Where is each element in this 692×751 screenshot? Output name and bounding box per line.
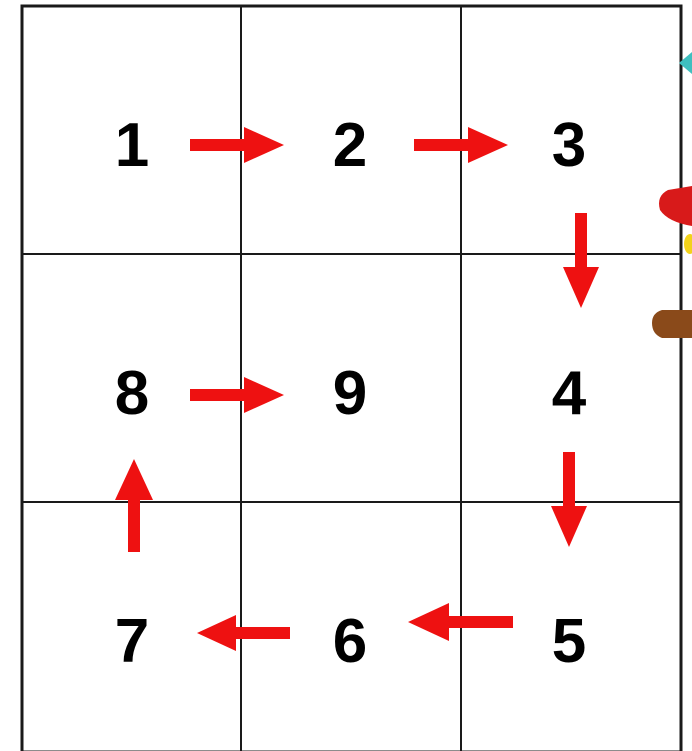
cell-number-2: 2: [333, 111, 367, 180]
arrow-6-to-7: [197, 615, 290, 651]
cell-number-4: 4: [552, 359, 587, 428]
cell-number-1: 1: [115, 111, 149, 180]
cell-number-5: 5: [552, 607, 586, 676]
edge-red-shape: [659, 186, 692, 226]
arrow-3-to-4: [563, 213, 599, 308]
arrow-7-to-8: [115, 459, 153, 552]
cell-number-7: 7: [115, 607, 149, 676]
cell-number-9: 9: [333, 359, 367, 428]
edge-brown-shape: [652, 310, 692, 338]
cell-number-3: 3: [552, 111, 586, 180]
cell-number-6: 6: [333, 607, 367, 676]
edge-yellow-shape: [684, 234, 692, 254]
arrow-8-to-9: [190, 377, 284, 413]
arrow-1-to-2: [190, 127, 284, 163]
cell-number-8: 8: [115, 359, 149, 428]
edge-decoration: [652, 52, 692, 338]
arrow-4-to-5: [551, 452, 587, 547]
